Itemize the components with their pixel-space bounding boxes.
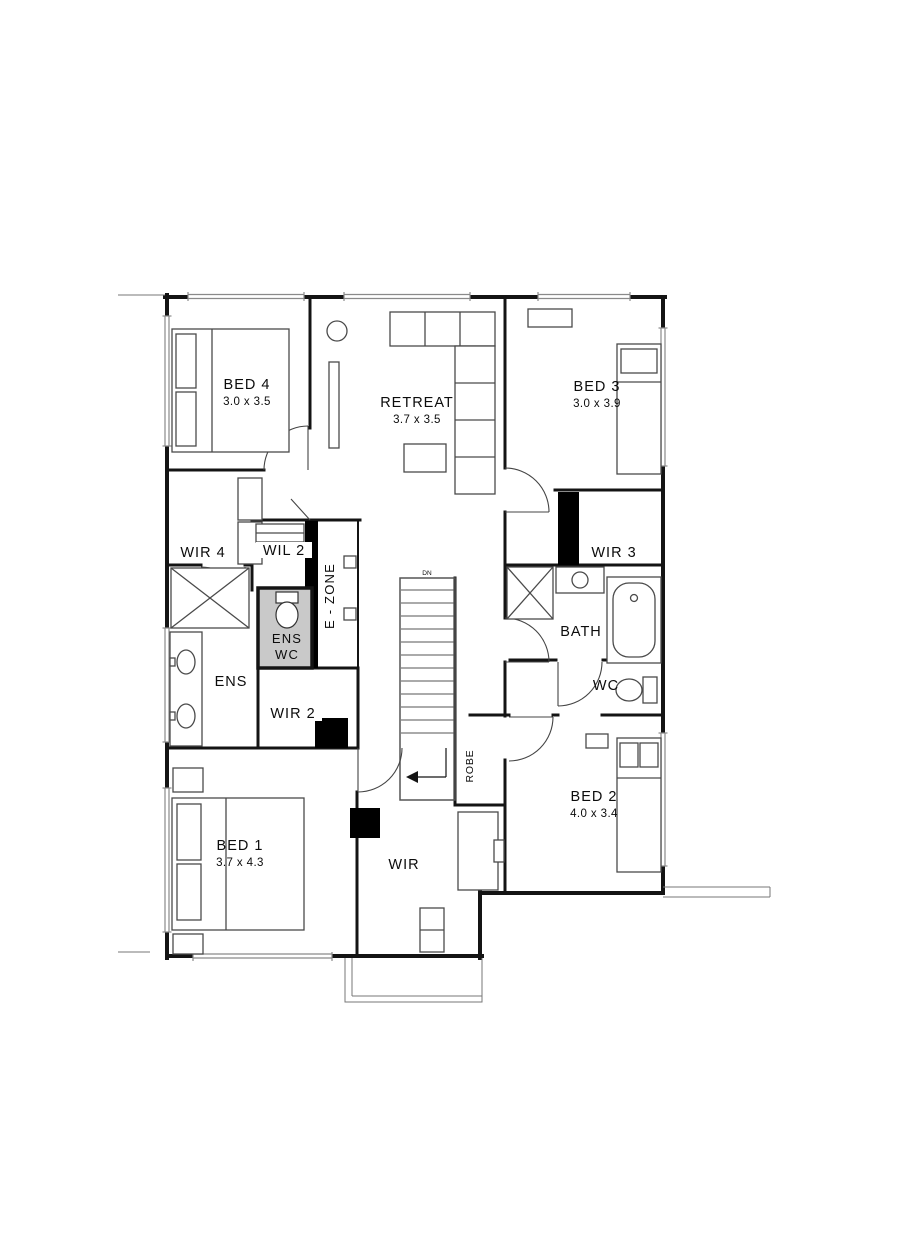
wir4-label-bg bbox=[174, 544, 232, 560]
furniture bbox=[169, 308, 662, 955]
retreat-dims: 3.7 x 3.5 bbox=[393, 414, 441, 426]
pillow-icon bbox=[619, 742, 639, 768]
wir2-label-bg bbox=[264, 705, 322, 721]
ens-wc-label-line2: WC bbox=[275, 647, 299, 662]
bed4-bed bbox=[171, 328, 290, 453]
pillow-icon bbox=[175, 333, 197, 389]
bed2-dims: 4.0 x 3.4 bbox=[570, 808, 618, 820]
wil2-door bbox=[290, 498, 311, 521]
ens-fixtures bbox=[169, 567, 250, 747]
ezone-label: E - ZONE bbox=[322, 563, 337, 629]
room-labels: BED 4 3.0 x 3.5 RETREAT 3.7 x 3.5 BED 3 … bbox=[174, 377, 643, 873]
ens-wc-room bbox=[256, 586, 314, 670]
retreat-furniture bbox=[326, 311, 496, 495]
pillow-icon bbox=[176, 863, 202, 921]
bedside-table bbox=[172, 933, 204, 955]
ens-wc-toilet-icon bbox=[275, 591, 299, 629]
wir3-solid-block bbox=[558, 492, 579, 565]
window-bed1-left bbox=[162, 787, 172, 933]
tv-unit bbox=[328, 361, 340, 449]
retreat-label: RETREAT bbox=[380, 395, 454, 411]
bed4-dims: 3.0 x 3.5 bbox=[223, 396, 271, 408]
pillow-icon bbox=[639, 742, 659, 768]
bed1-dims: 3.7 x 4.3 bbox=[216, 857, 264, 869]
window-bed3-top bbox=[537, 292, 631, 301]
wir3-label-bg bbox=[585, 544, 643, 560]
bed2-label: BED 2 bbox=[571, 789, 618, 805]
pillow-icon bbox=[176, 803, 202, 861]
window-retreat-top bbox=[343, 292, 471, 301]
robe-label-bg bbox=[461, 741, 477, 791]
wir2-solid-block bbox=[315, 718, 348, 748]
wc-label: WC bbox=[593, 678, 619, 694]
bed2-door bbox=[508, 716, 554, 762]
robe-label: ROBE bbox=[464, 750, 476, 783]
wir4-label: WIR 4 bbox=[180, 545, 225, 561]
wir-label: WIR bbox=[388, 857, 419, 873]
bed1-bed bbox=[171, 767, 305, 955]
ezone-desk bbox=[343, 555, 357, 621]
bed1-label: BED 1 bbox=[217, 838, 264, 854]
stair-treads bbox=[401, 589, 454, 734]
ens-vanity bbox=[169, 631, 203, 747]
wir4-shelves bbox=[237, 477, 263, 565]
bed3-door bbox=[504, 467, 550, 513]
window-bed1-bottom bbox=[192, 952, 333, 961]
pillow-icon bbox=[620, 348, 658, 374]
staircase: DN bbox=[399, 570, 456, 801]
window-ens-left bbox=[162, 627, 172, 743]
coffee-table bbox=[403, 443, 447, 473]
robe-cabinet bbox=[457, 811, 505, 891]
windows bbox=[162, 292, 668, 961]
bedside-table bbox=[585, 733, 609, 749]
stair-down-arrow bbox=[406, 748, 447, 783]
bath-label: BATH bbox=[560, 624, 602, 640]
bedside-table bbox=[527, 308, 573, 328]
bath-door bbox=[504, 617, 550, 663]
wir-solid-block bbox=[350, 808, 380, 838]
window-bed4-top bbox=[187, 292, 305, 301]
wir-cabinet bbox=[419, 907, 445, 953]
wir-label-bg bbox=[381, 856, 427, 872]
site-outline-lines bbox=[118, 294, 771, 1003]
wc-toilet-icon bbox=[615, 676, 658, 704]
retreat-sofa bbox=[389, 311, 496, 495]
bed1-door bbox=[357, 747, 403, 793]
wil2-label-bg bbox=[256, 542, 312, 558]
stair-direction-label: DN bbox=[422, 570, 432, 577]
bathtub bbox=[606, 576, 662, 664]
wir2-label: WIR 2 bbox=[270, 706, 315, 722]
bedside-table bbox=[172, 767, 204, 793]
basin-icon bbox=[571, 571, 589, 589]
ens-wc-label-line1: ENS bbox=[272, 631, 302, 646]
ens-label: ENS bbox=[215, 674, 248, 690]
bath-vanity bbox=[555, 566, 605, 594]
bed4-label: BED 4 bbox=[224, 377, 271, 393]
wil2-label: WIL 2 bbox=[263, 543, 305, 559]
ens-shower bbox=[170, 567, 250, 629]
window-bed4-left bbox=[162, 315, 172, 447]
bath-fixtures bbox=[506, 566, 662, 664]
basin-icon bbox=[176, 649, 196, 675]
bed3-bed bbox=[527, 308, 662, 475]
wc-door bbox=[557, 661, 603, 707]
basin-icon bbox=[176, 703, 196, 729]
pillow-icon bbox=[175, 391, 197, 447]
bed2-bed bbox=[585, 733, 662, 873]
wil2-shelf bbox=[255, 523, 305, 543]
balcony-parapet bbox=[344, 958, 483, 1003]
plant-icon bbox=[326, 320, 348, 342]
wir3-label: WIR 3 bbox=[591, 545, 636, 561]
bed3-label: BED 3 bbox=[574, 379, 621, 395]
solid-wall-blocks bbox=[305, 492, 579, 838]
bath-shower bbox=[506, 566, 554, 620]
bed3-dims: 3.0 x 3.9 bbox=[573, 398, 621, 410]
